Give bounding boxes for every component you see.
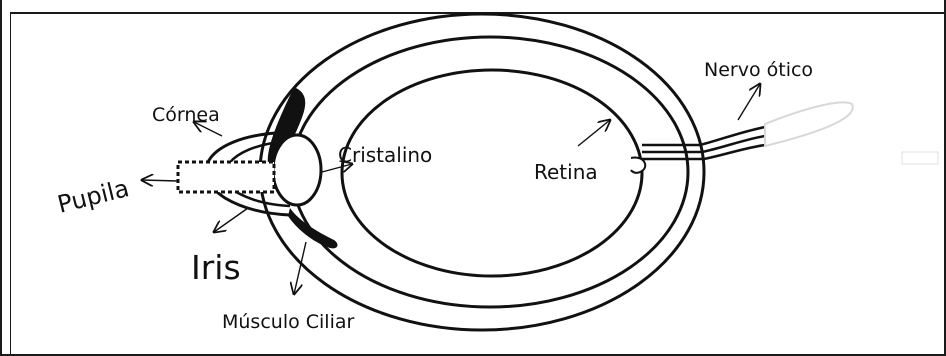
label-retina: Retina xyxy=(534,160,598,184)
pupil xyxy=(178,162,274,192)
label-cristalino: Cristalino xyxy=(338,143,432,167)
arrow-retina xyxy=(578,120,610,146)
label-cornea: Córnea xyxy=(152,104,220,126)
arrow-nervo xyxy=(738,84,760,120)
label-musculo-ciliar: Músculo Ciliar xyxy=(222,311,355,333)
arrow-iris xyxy=(214,208,248,232)
stray-mark xyxy=(902,152,938,164)
optic-nerve-sheath xyxy=(765,102,853,146)
label-iris: Iris xyxy=(191,248,241,287)
optic-nerve-fiber-1 xyxy=(642,127,765,145)
choroid-layer xyxy=(292,37,688,307)
label-pupila: Pupila xyxy=(55,174,132,219)
ciliary-muscle-bottom xyxy=(288,208,337,248)
arrow-pupila xyxy=(142,180,178,181)
lens xyxy=(273,135,321,205)
label-nervo-otico: Nervo ótico xyxy=(704,59,813,81)
